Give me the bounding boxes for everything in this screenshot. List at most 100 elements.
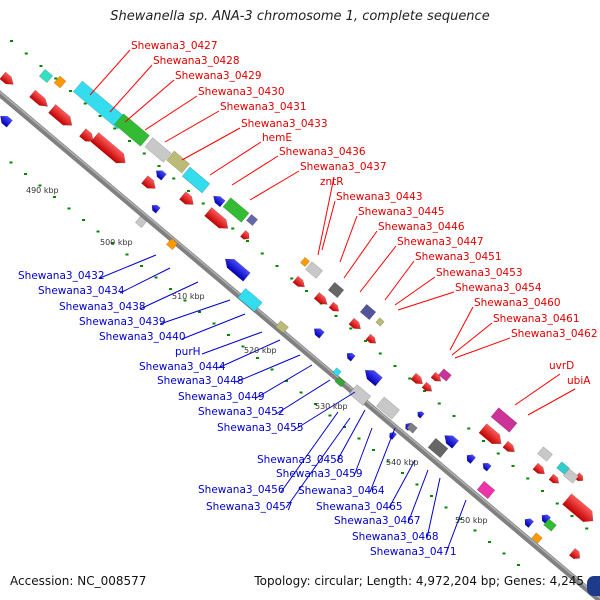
gene-label[interactable]: Shewana3_0455: [217, 422, 304, 434]
gene-feature-box: [427, 437, 449, 459]
logo-icon[interactable]: [587, 576, 600, 596]
gc-marker: [408, 377, 412, 380]
gene-label[interactable]: Shewana3_0462: [511, 328, 598, 340]
gc-marker: [496, 452, 500, 455]
gc-marker: [198, 311, 201, 313]
gene-label[interactable]: Shewana3_0453: [436, 267, 523, 279]
leader-line-blue: [201, 331, 263, 355]
gc-marker: [372, 449, 375, 451]
gene-label[interactable]: Shewana3_0439: [79, 316, 166, 328]
reverse-gene-arrow: [313, 328, 325, 339]
leader-line-blue: [445, 499, 467, 554]
gene-label[interactable]: purH: [175, 346, 201, 358]
gc-marker: [96, 230, 100, 233]
leader-line-red: [394, 276, 436, 306]
gene-label[interactable]: Shewana3_0464: [298, 485, 385, 497]
gene-label[interactable]: Shewana3_0468: [352, 531, 439, 543]
gene-label[interactable]: Shewana3_0437: [300, 161, 387, 173]
forward-gene-arrow: [421, 381, 433, 392]
gc-marker: [401, 472, 404, 474]
leader-line-blue: [99, 254, 157, 279]
gene-label[interactable]: Shewana3_0458: [257, 454, 344, 466]
gc-marker: [128, 140, 131, 142]
gene-label[interactable]: Shewana3_0449: [178, 391, 265, 403]
leader-line-red: [89, 49, 131, 96]
gc-marker: [511, 465, 515, 467]
gene-label[interactable]: uvrD: [549, 360, 574, 372]
gc-marker: [154, 276, 158, 279]
gene-label[interactable]: Shewana3_0471: [370, 546, 457, 558]
gc-marker: [334, 315, 338, 317]
gene-feature-box: [537, 446, 553, 462]
gc-marker: [9, 161, 13, 164]
gene-label[interactable]: hemE: [262, 132, 292, 144]
gc-marker: [39, 65, 43, 67]
forward-gene-arrow: [313, 292, 328, 305]
gc-marker: [157, 165, 161, 167]
gc-marker: [83, 102, 87, 105]
leader-line-blue: [285, 417, 351, 509]
forward-gene-arrow: [410, 372, 423, 385]
gc-marker: [183, 299, 187, 302]
gene-label[interactable]: zntR: [320, 176, 344, 188]
gene-label[interactable]: Shewana3_0447: [397, 236, 484, 248]
gene-label[interactable]: Shewana3_0444: [139, 361, 226, 373]
gene-label[interactable]: Shewana3_0432: [18, 270, 105, 282]
gene-label[interactable]: ubiA: [567, 375, 591, 387]
gc-marker: [140, 265, 143, 267]
gene-label[interactable]: Shewana3_0429: [175, 70, 262, 82]
gene-label[interactable]: Shewana3_0434: [38, 285, 125, 297]
gene-feature-box: [375, 317, 385, 327]
gene-feature-box: [222, 197, 250, 223]
gc-marker: [314, 403, 317, 405]
leader-line-red: [317, 176, 335, 256]
leader-line-blue: [159, 299, 231, 325]
gc-marker: [24, 52, 28, 55]
gc-marker: [285, 380, 288, 382]
chromosome-backbone: [0, 90, 600, 600]
gene-label[interactable]: Shewana3_0428: [153, 55, 240, 67]
leader-line-red: [164, 110, 220, 143]
gene-label[interactable]: Shewana3_0461: [493, 313, 580, 325]
gene-label[interactable]: Shewana3_0433: [241, 118, 328, 130]
forward-gene-arrow: [90, 132, 126, 164]
gene-label[interactable]: Shewana3_0448: [157, 375, 244, 387]
gc-marker: [378, 352, 382, 355]
gene-label[interactable]: Shewana3_0427: [131, 40, 218, 52]
leader-line-blue: [275, 379, 331, 415]
gc-marker: [113, 127, 117, 130]
gc-marker: [305, 290, 308, 292]
map-title: Shewanella sp. ANA-3 chromosome 1, compl…: [110, 9, 490, 24]
gene-feature-box: [376, 396, 400, 420]
leader-line-blue: [217, 339, 281, 369]
leader-line-red: [321, 200, 336, 251]
gc-marker: [290, 277, 294, 280]
gene-feature-box: [144, 137, 172, 163]
leader-line-red: [181, 127, 241, 161]
forward-gene-arrow: [48, 104, 73, 126]
gene-label[interactable]: Shewana3_0445: [358, 206, 445, 218]
gene-label[interactable]: Shewana3_0457: [206, 501, 293, 513]
gene-label[interactable]: Shewana3_0459: [276, 468, 363, 480]
gene-label[interactable]: Shewana3_0467: [334, 515, 421, 527]
gene-label[interactable]: Shewana3_0431: [220, 101, 307, 113]
gc-marker: [343, 426, 346, 428]
forward-gene-arrow: [292, 275, 305, 288]
gc-marker: [364, 340, 367, 342]
gene-label[interactable]: Shewana3_0436: [279, 146, 366, 158]
gene-label[interactable]: Shewana3_0465: [316, 501, 403, 513]
gene-label[interactable]: Shewana3_0440: [99, 331, 186, 343]
gene-label[interactable]: Shewana3_0451: [415, 251, 502, 263]
gene-label[interactable]: Shewana3_0443: [336, 191, 423, 203]
gene-label[interactable]: Shewana3_0430: [198, 86, 285, 98]
gene-label[interactable]: Shewana3_0454: [455, 282, 542, 294]
gene-label[interactable]: Shewana3_0446: [378, 221, 465, 233]
gene-label[interactable]: Shewana3_0438: [59, 301, 146, 313]
kbp-label: 520 kbp: [244, 346, 277, 355]
gene-label[interactable]: Shewana3_0452: [198, 406, 285, 418]
gc-marker: [585, 527, 589, 530]
gene-label[interactable]: Shewana3_0456: [198, 484, 285, 496]
forward-gene-arrow: [548, 473, 560, 484]
gene-label[interactable]: Shewana3_0460: [474, 297, 561, 309]
